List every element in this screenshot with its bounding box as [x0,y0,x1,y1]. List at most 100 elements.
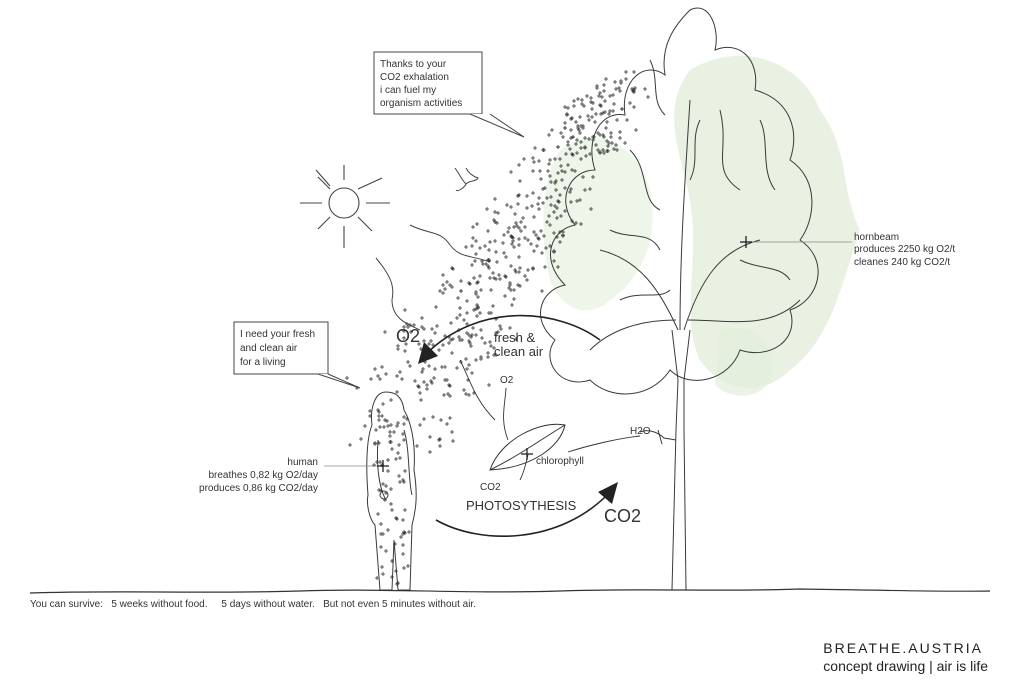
canopy-wash [543,55,860,396]
particle-mark [433,331,437,335]
particle-mark [472,308,476,312]
particle-mark [437,348,441,352]
particle-mark [375,576,379,580]
particle-mark [553,157,557,161]
particle-mark [542,234,546,238]
particle-mark [523,236,527,240]
particle-mark [509,234,513,238]
particle-mark [548,158,552,162]
particle-mark [459,289,463,293]
particle-mark [578,198,582,202]
particle-mark [508,326,512,330]
particle-mark [486,264,490,268]
bubble-human-line: I need your fresh [240,329,315,340]
particle-mark [395,374,399,378]
particle-mark [449,338,453,342]
particle-mark [533,146,537,150]
particle-mark [431,415,435,419]
particle-mark [377,410,381,414]
particle-mark [588,152,592,156]
particle-mark [594,143,598,147]
particle-mark [598,151,602,155]
particle-mark [377,418,381,422]
particle-mark [441,273,445,277]
particle-mark [469,335,473,339]
particle-mark [534,233,538,237]
particle-mark [409,330,413,334]
particle-mark [509,288,513,292]
particle-mark [570,168,574,172]
particle-mark [420,325,424,329]
particle-mark [429,339,433,343]
particle-mark [526,238,530,242]
particle-mark [555,206,559,210]
particle-mark [559,131,563,135]
particle-mark [540,251,544,255]
particle-mark [592,135,596,139]
particle-mark [465,331,469,335]
particle-mark [359,437,363,441]
tree-name: hornbeam [854,232,899,243]
human-name: human [287,457,318,468]
particle-mark [475,281,479,285]
tree-cleanes: cleanes 240 kg CO2/t [854,257,950,268]
particle-mark [422,380,426,384]
particle-mark [488,340,492,344]
particle-mark [398,480,402,484]
particle-mark [570,152,574,156]
particle-mark [517,255,521,259]
particle-mark [470,263,474,267]
particle-mark [419,398,423,402]
particle-mark [564,152,568,156]
particle-mark [450,285,454,289]
particle-mark [601,148,605,152]
particle-mark [431,343,435,347]
particle-mark [600,95,604,99]
particle-mark [572,99,576,103]
process-arrows [459,359,641,481]
particle-mark [487,383,491,387]
fresh-label-1: fresh & [494,330,536,345]
particle-mark [536,236,540,240]
particle-mark [496,211,500,215]
particle-mark [565,113,569,117]
particle-mark [568,147,572,151]
particle-mark [508,281,512,285]
arrow-co2-head [598,482,618,504]
particle-mark [479,355,483,359]
particle-mark [594,112,598,116]
particle-mark [517,193,521,197]
particle-mark [537,196,541,200]
particle-mark [531,156,535,160]
particle-mark [517,226,521,230]
particle-mark [433,367,437,371]
particle-mark [620,107,624,111]
particle-mark [556,199,560,203]
particle-mark [506,230,510,234]
particle-mark [427,364,431,368]
particle-mark [389,423,393,427]
particle-mark [599,112,603,116]
particle-mark [489,288,493,292]
particle-mark [467,281,471,285]
particle-mark [539,177,543,181]
particle-mark [408,364,412,368]
particle-mark [402,329,406,333]
particle-mark [606,149,610,153]
particle-mark [418,391,422,395]
bubble-tree-line: i can fuel my [380,85,436,96]
particle-mark [525,206,529,210]
particle-mark [493,210,497,214]
cycle-arrows [424,314,611,538]
particle-mark [512,225,516,229]
particle-mark [560,169,564,173]
particle-mark [486,351,490,355]
particle-mark [493,197,497,201]
particle-mark [386,424,390,428]
wind-lines [375,224,491,331]
particle-mark [509,264,513,268]
particle-mark [573,169,577,173]
particle-mark [504,255,508,259]
particle-mark [514,221,518,225]
particle-mark [624,77,628,81]
